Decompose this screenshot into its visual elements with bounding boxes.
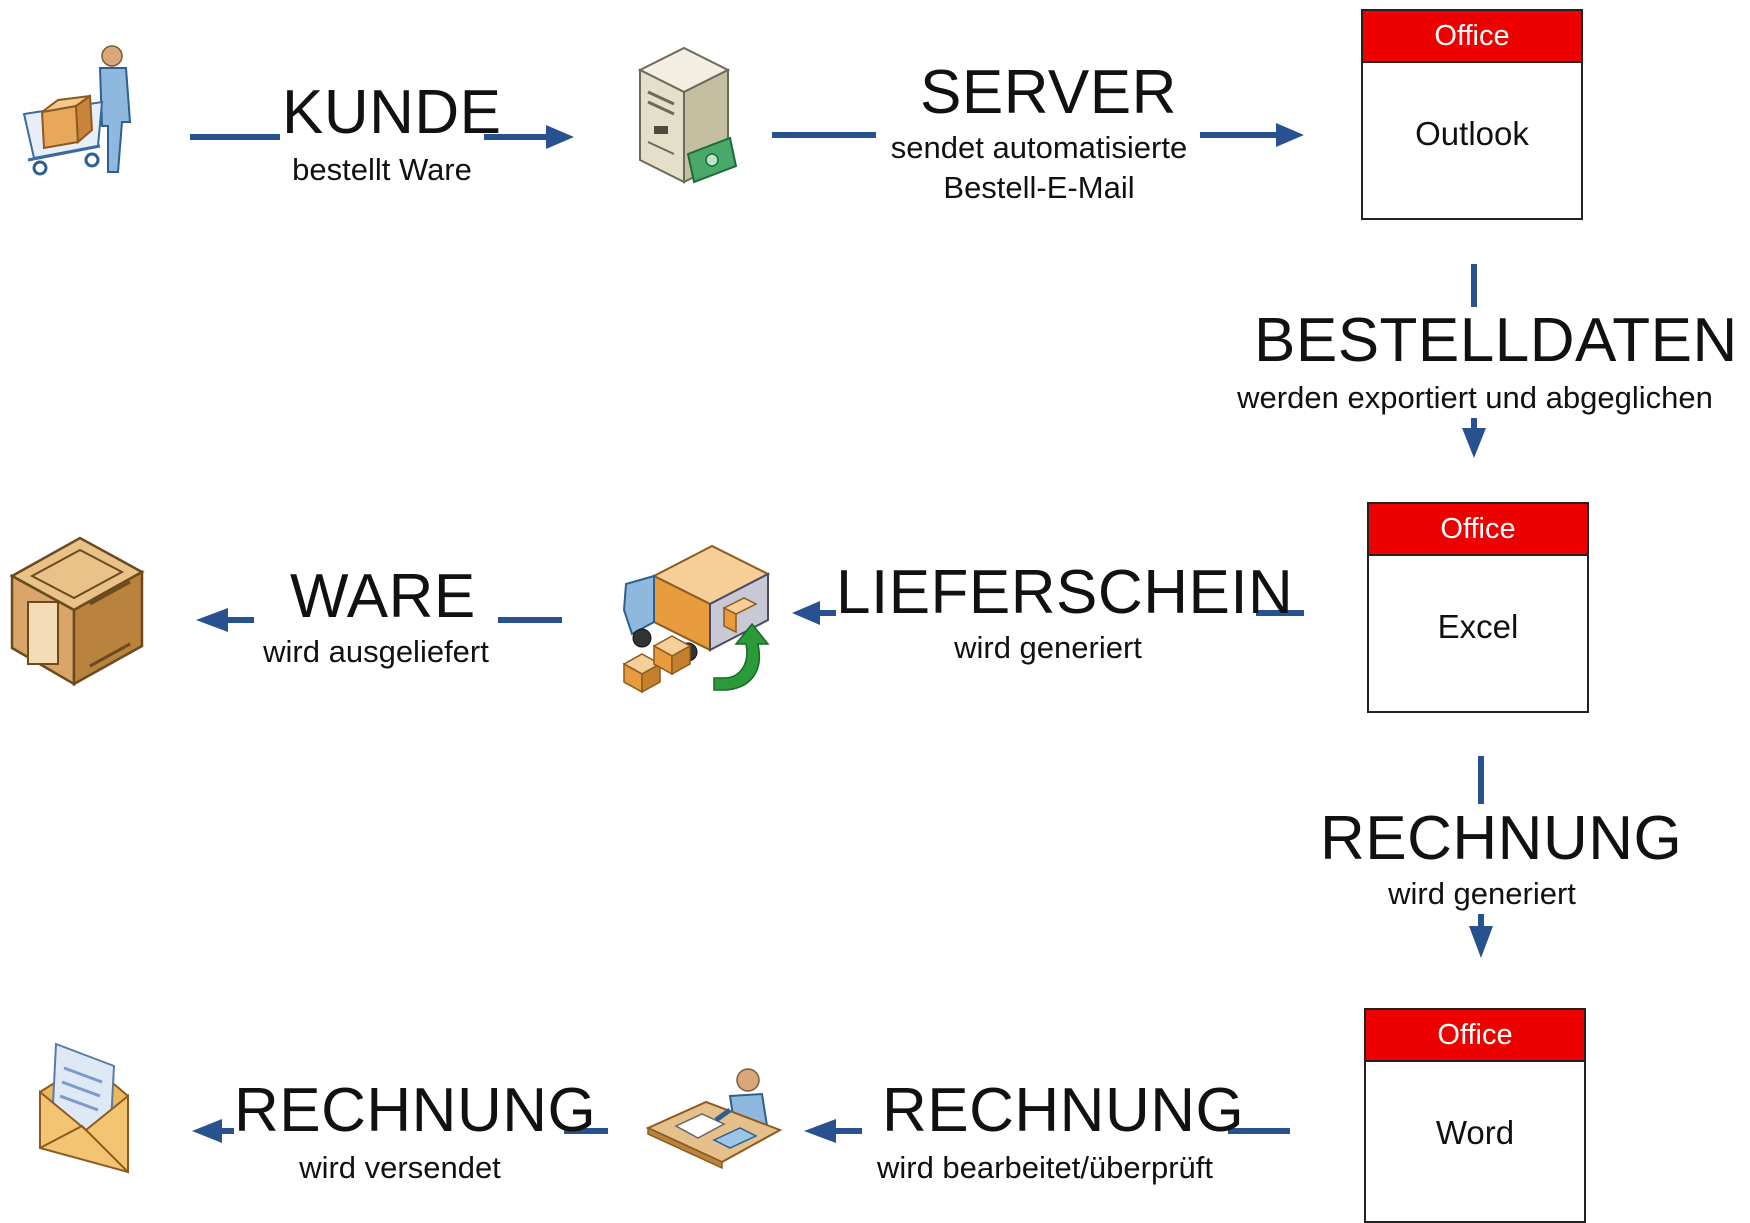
step-subtitle-kunde: bestellt Ware (292, 152, 472, 187)
step-title-rechnung-versendet: RECHNUNG (234, 1076, 597, 1145)
step-subtitle-server-line2: Bestell-E-Mail (943, 170, 1135, 205)
delivery-truck-icon (622, 544, 771, 694)
arrowhead (192, 1119, 222, 1143)
office-box-excel: Office Excel (1367, 502, 1589, 713)
step-title-ware: WARE (290, 562, 476, 631)
step-subtitle-rechnung-generiert: wird generiert (1388, 876, 1576, 911)
arrowhead (1462, 428, 1486, 458)
envelope-icon (39, 1042, 129, 1174)
office-box-word: Office Word (1364, 1008, 1586, 1223)
step-subtitle-rechnung-bearbeitet: wird bearbeitet/überprüft (876, 1150, 1214, 1185)
arrowhead (196, 608, 228, 632)
step-subtitle-rechnung-versendet: wird versendet (299, 1150, 501, 1185)
step-subtitle-server-line1: sendet automatisierte (890, 130, 1188, 165)
step-subtitle-ware: wird ausgeliefert (263, 634, 489, 669)
clerk-at-desk-icon (645, 1068, 783, 1170)
office-app-name: Outlook (1415, 115, 1529, 152)
step-title-rechnung-generiert: RECHNUNG (1320, 804, 1683, 873)
arrowhead (792, 601, 820, 625)
server-icon (637, 46, 737, 184)
step-title-bestelldaten: BESTELLDATEN (1254, 306, 1738, 375)
step-title-server: SERVER (920, 58, 1177, 127)
step-subtitle-lieferschein: wird generiert (954, 630, 1142, 665)
step-title-kunde: KUNDE (282, 78, 502, 147)
step-title-rechnung-bearbeitet: RECHNUNG (882, 1076, 1245, 1145)
shopping-cart-customer-icon (22, 45, 132, 176)
step-title-lieferschein: LIEFERSCHEIN (836, 558, 1294, 627)
arrowhead (804, 1119, 836, 1143)
step-subtitle-bestelldaten: werden exportiert und abgeglichen (1237, 380, 1713, 415)
office-box-header: Office (1363, 11, 1581, 63)
wooden-crate-icon (9, 536, 145, 687)
office-app-name: Excel (1437, 608, 1519, 645)
office-box-header: Office (1369, 504, 1587, 556)
arrowhead (1276, 123, 1304, 147)
office-box-header: Office (1366, 1010, 1584, 1062)
office-app-name: Word (1435, 1114, 1515, 1151)
arrowhead (1469, 926, 1493, 958)
office-box-outlook: Office Outlook (1361, 9, 1583, 220)
arrowhead (546, 125, 574, 149)
